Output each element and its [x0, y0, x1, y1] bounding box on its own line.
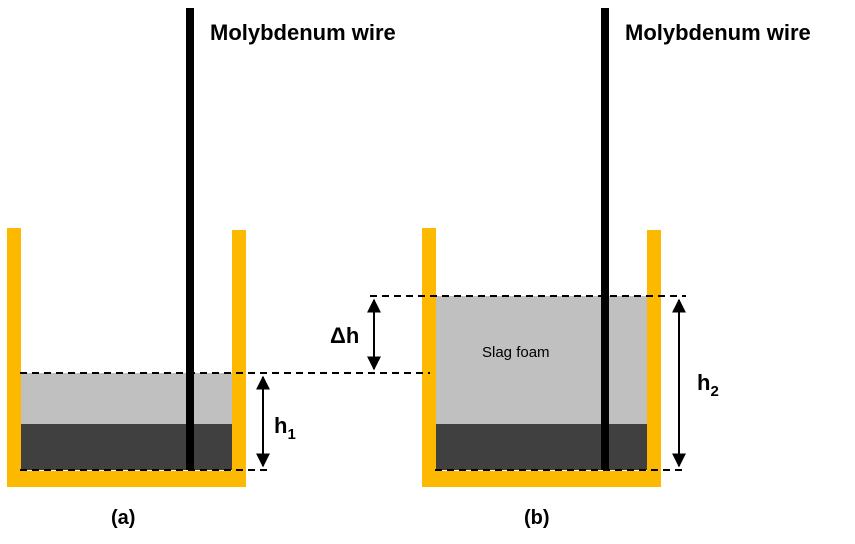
wire-label-a: Molybdenum wire — [210, 20, 396, 45]
panel-b: Molybdenum wire Slag foam h2 (b) — [422, 8, 811, 529]
crucible-base-a — [7, 471, 246, 487]
crucible-right-wall-b — [647, 230, 661, 487]
panel-a: Molybdenum wire h1 (a) — [7, 8, 396, 529]
crucible-base-b — [422, 471, 661, 487]
panel-label-b: (b) — [524, 507, 550, 529]
delta-h-label: Δh — [330, 323, 359, 348]
crucible-left-wall-b — [422, 228, 436, 487]
delta-h-indicator: Δh — [330, 298, 381, 371]
h2-label: h2 — [697, 370, 719, 400]
slag-foam-layer-b — [435, 296, 648, 424]
molybdenum-wire-b — [601, 8, 609, 470]
h1-label: h1 — [274, 413, 296, 443]
melt-layer-a — [20, 424, 233, 470]
melt-layer-b — [435, 424, 648, 470]
wire-label-b: Molybdenum wire — [625, 20, 811, 45]
molybdenum-wire-a — [186, 8, 194, 470]
slag-foam-label: Slag foam — [482, 344, 550, 361]
dashed-reference-lines — [20, 295, 686, 471]
slag-layer-a — [20, 373, 233, 424]
panel-label-a: (a) — [111, 507, 135, 529]
crucible-right-wall-a — [232, 230, 246, 487]
crucible-left-wall-a — [7, 228, 21, 487]
